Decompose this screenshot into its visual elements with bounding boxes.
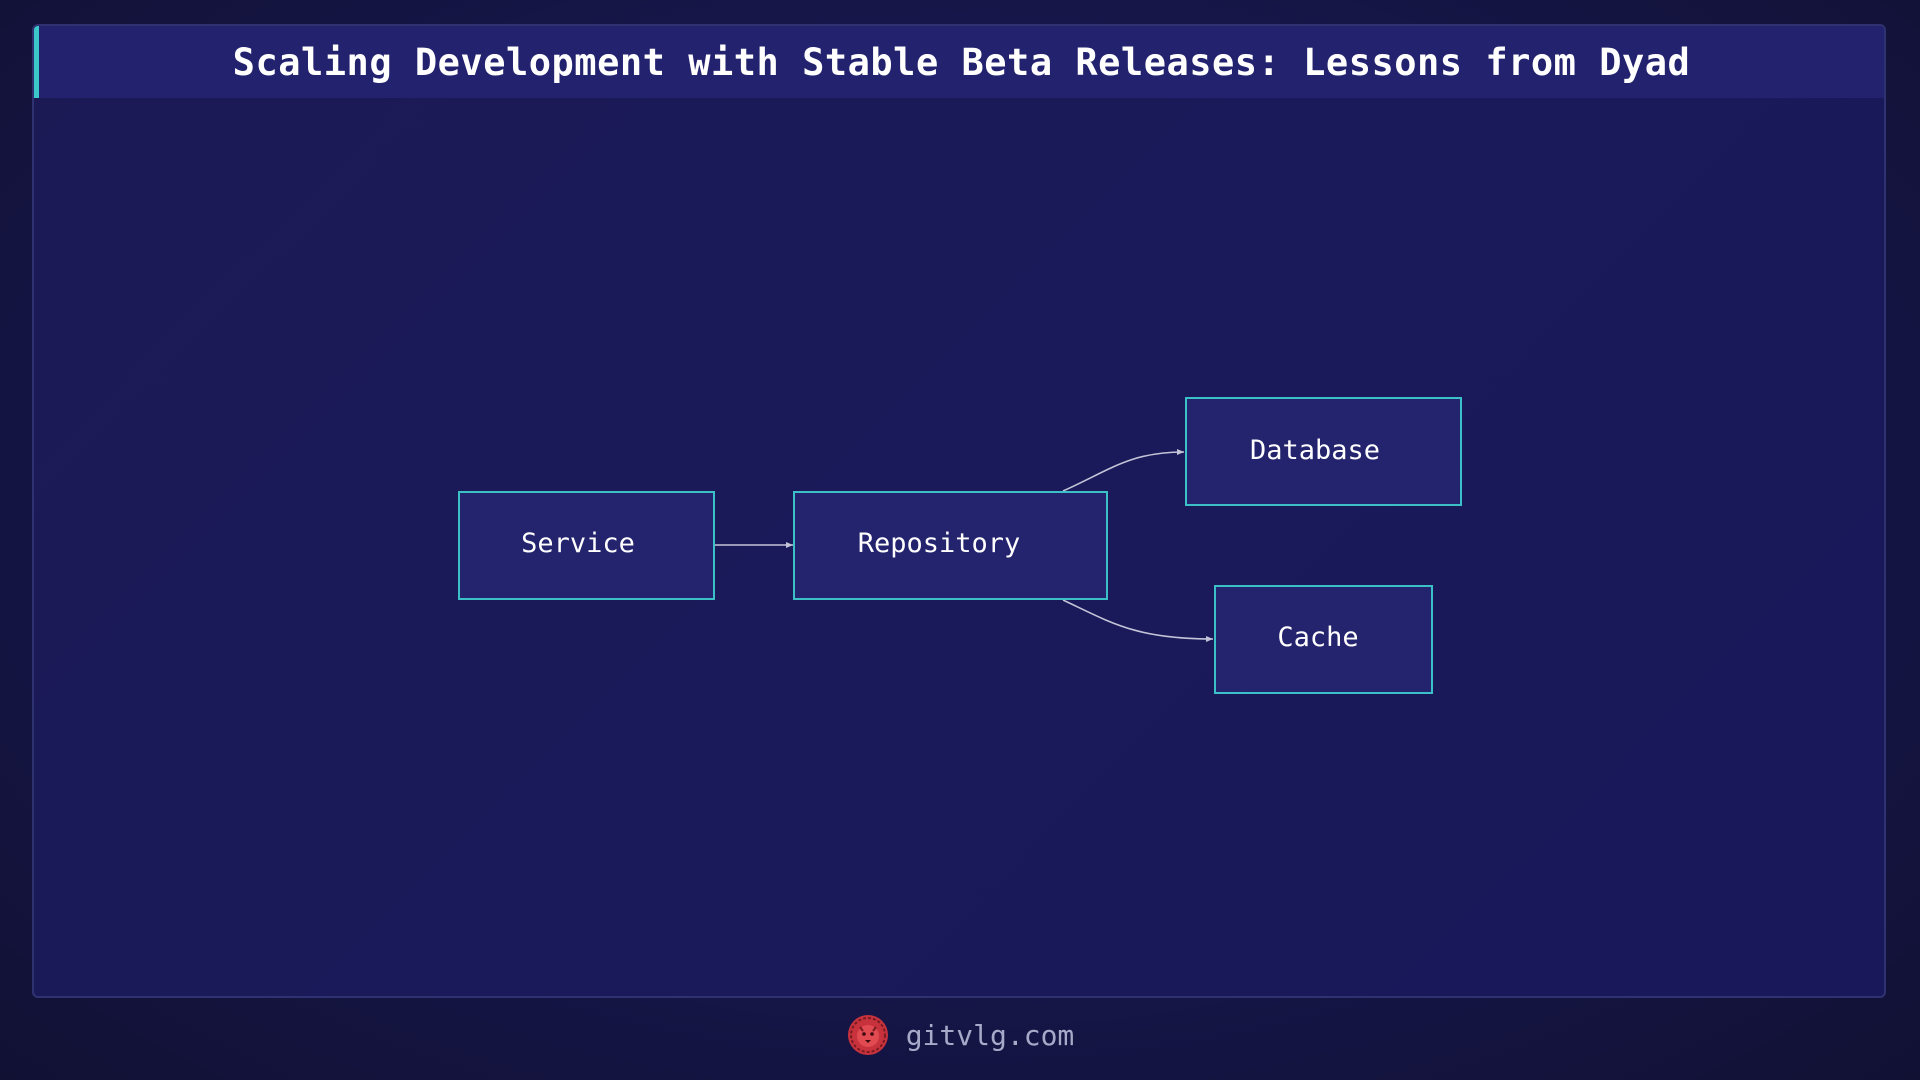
node-service[interactable]: Service <box>458 491 715 600</box>
lion-head-icon <box>847 1015 888 1055</box>
footer-site-link[interactable]: gitvlg.com <box>905 1018 1075 1052</box>
footer: gitvlg.com <box>0 1010 1920 1060</box>
node-label-repository: Repository <box>858 528 1021 559</box>
node-label-service: Service <box>521 528 635 559</box>
node-cache[interactable]: Cache <box>1214 585 1433 694</box>
page-title: Scaling Development with Stable Beta Rel… <box>232 40 1691 84</box>
node-label-database: Database <box>1250 435 1380 466</box>
title-bar: Scaling Development with Stable Beta Rel… <box>34 26 1884 98</box>
node-database[interactable]: Database <box>1185 397 1462 506</box>
content-frame: Scaling Development with Stable Beta Rel… <box>32 24 1886 998</box>
node-repository[interactable]: Repository <box>793 491 1108 600</box>
node-label-cache: Cache <box>1277 622 1358 653</box>
